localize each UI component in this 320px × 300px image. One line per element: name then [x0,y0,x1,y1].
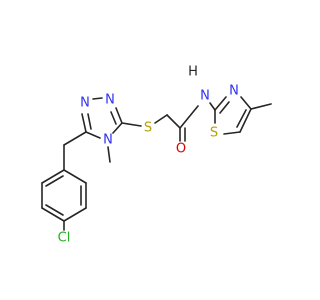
bond-thiazole-c2-n3 [214,96,227,111]
bond-n4-methyl [107,146,111,163]
bond-thiazole-c4-c5b [236,109,247,128]
atom-s-thiazole: S [210,126,218,141]
molecule-canvas: Cl N N N S O N H N S [41,64,272,246]
bond-thiazole-n3-c4 [240,96,252,110]
bond-s-ch2 [154,114,168,124]
bond-ring-benzene-3 [63,207,87,222]
atom-n-triazole-2: N [105,93,115,108]
bond-triazole-c5-n1b [87,113,92,130]
bond-ring-benzene-4 [41,207,65,222]
bond-triazole-c3-n4 [112,122,123,134]
bond-triazole-c5-n1 [81,113,87,133]
atom-n-thiazole: N [229,84,239,99]
bond-c4-methyl [250,103,272,110]
atom-n-triazole-4: N [103,133,113,148]
atom-n-amide: N [200,89,210,104]
bond-thiazole-c5-s1 [223,131,241,135]
atom-h-amide: H [188,65,198,80]
bond-thiazole-c4-c5 [239,108,252,133]
bond-carbonyl-n [179,105,199,129]
atom-n-triazole-1: N [80,96,90,111]
bond-thiazole-c2-n3b [219,101,230,114]
bond-triazole-n2-c3 [115,107,123,124]
bond-ring-benzene-6 [41,169,65,184]
atom-labels: Cl N N N S O N H N S [58,65,239,246]
bonds [41,96,272,231]
bond-triazole-n2-c3b [110,111,117,125]
atom-o-carbonyl: O [176,142,186,157]
bond-ch2-carbonyl [166,114,181,129]
bond-n-thiazole [209,102,216,111]
chemical-structure-diagram: Cl N N N S O N H N S [41,65,272,246]
bond-triazole-n4-c5 [85,131,101,139]
bond-ring-benzene-6b [45,175,64,187]
bond-ch2-triazole [63,131,87,146]
bond-c3-s [121,122,142,127]
atom-cl: Cl [58,231,71,246]
bond-triazole-n1-n2 [92,97,103,100]
atom-s-linker: S [144,121,152,136]
bond-ring-benzene-4b [45,204,64,216]
bond-ring-benzene-1 [63,169,87,184]
